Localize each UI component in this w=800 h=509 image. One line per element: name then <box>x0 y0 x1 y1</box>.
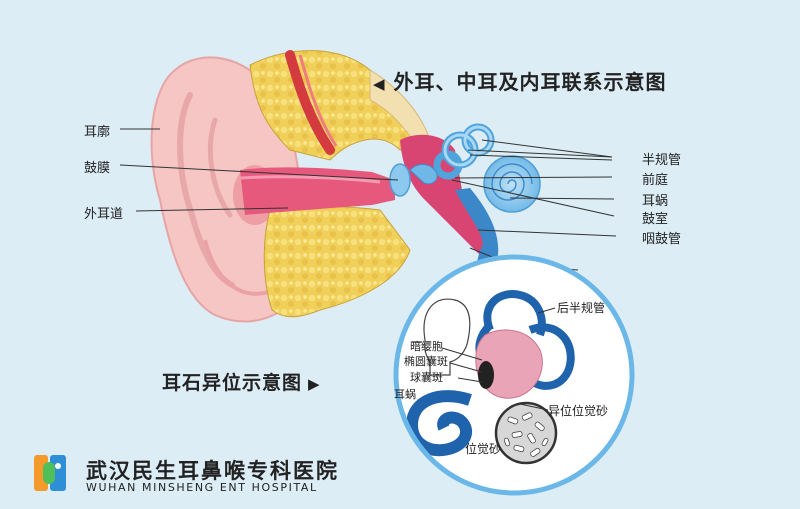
inset-label-ampulla: 暗缨胞 <box>410 340 443 353</box>
hospital-name-en: WUHAN MINSHENG ENT HOSPITAL <box>86 481 318 494</box>
label-eardrum: 鼓膜 <box>84 161 111 176</box>
label-auricle: 耳廓 <box>84 125 111 140</box>
right-leader-lines <box>451 139 617 237</box>
inset-label-cochlea: 耳蜗 <box>394 388 416 401</box>
ossicles-shape <box>409 163 438 185</box>
inset-label-otolith: 位觉砂 <box>465 442 502 456</box>
inset-otolith-circle <box>494 401 558 465</box>
label-eustachian: 咽鼓管 <box>642 232 682 247</box>
inset-label-saccule-macula: 球囊斑 <box>410 371 443 384</box>
hospital-logo-icon <box>34 455 66 491</box>
otolith-title: 耳石异位示意图 ▶ <box>162 368 321 395</box>
inset-label-posterior-canal: 后半规管 <box>557 301 606 315</box>
inset-border <box>393 254 635 496</box>
inset-label-displaced-otolith: 异位位觉砂 <box>548 404 609 418</box>
ear-canal-shape <box>240 167 395 215</box>
inset-macula <box>478 361 494 389</box>
label-tympanic-cavity: 鼓室 <box>642 212 669 227</box>
main-title: ◀ 外耳、中耳及内耳联系示意图 <box>373 66 667 95</box>
left-leader-lines <box>119 128 399 212</box>
triangle-right-icon: ▶ <box>308 375 321 393</box>
head-silhouette <box>423 298 471 376</box>
fat-tissue <box>249 50 421 318</box>
label-cochlea: 耳蜗 <box>642 194 669 209</box>
label-semicircular: 半规管 <box>642 153 682 168</box>
ear-canal-highlight <box>239 175 381 184</box>
inset-cochlea <box>405 390 473 457</box>
cochlea-spiral <box>491 163 533 201</box>
main-title-text: 外耳、中耳及内耳联系示意图 <box>393 70 667 94</box>
inset-label-utricle-macula: 椭圆囊斑 <box>404 355 448 368</box>
otolith-inset <box>393 254 635 496</box>
label-ear-canal: 外耳道 <box>84 207 124 222</box>
hospital-name-cn: 武汉民生耳鼻喉专科医院 <box>86 459 339 483</box>
otolith-title-text: 耳石异位示意图 <box>162 372 303 394</box>
triangle-left-icon: ◀ <box>373 75 386 93</box>
label-vestibule: 前庭 <box>642 173 669 188</box>
